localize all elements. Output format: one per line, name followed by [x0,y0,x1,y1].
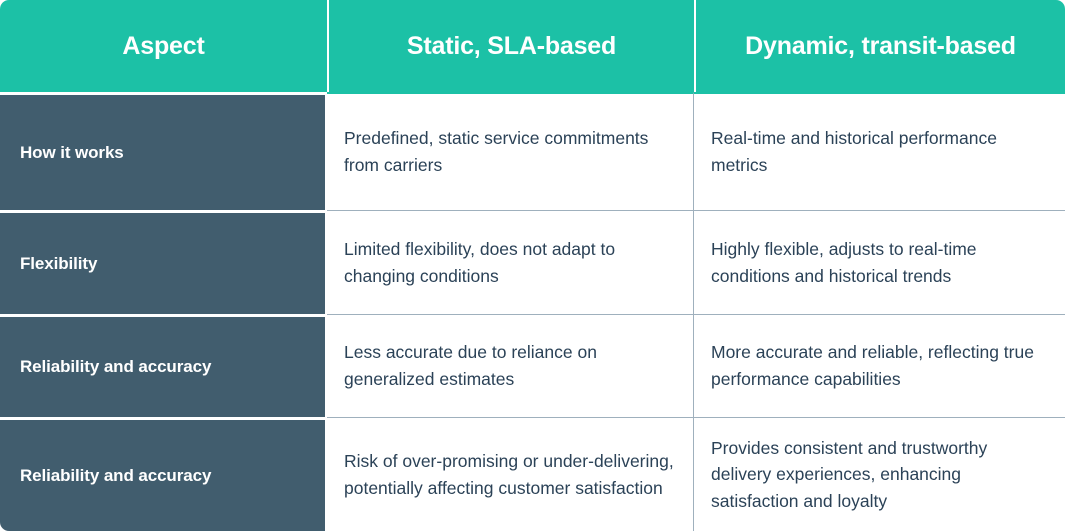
aspect-label: Flexibility [20,253,98,273]
dynamic-description: Provides consistent and trustworthy deli… [711,437,988,511]
aspect-label: Reliability and accuracy [20,465,212,485]
static-description: Risk of over-promising or under-deliveri… [344,450,674,498]
column-header-label: Aspect [122,31,205,60]
column-header-static-sla-based: Static, SLA-based [327,0,694,92]
row-dynamic-cell: Highly flexible, adjusts to real-time co… [694,210,1065,314]
table-body: How it works Predefined, static service … [0,92,1065,531]
row-aspect-cell: How it works [0,92,327,210]
row-aspect-cell: Flexibility [0,210,327,314]
table-row: Reliability and accuracy Risk of over-pr… [0,417,1065,531]
column-header-label: Static, SLA-based [406,31,617,60]
table-row: Reliability and accuracy Less accurate d… [0,314,1065,417]
table-row: How it works Predefined, static service … [0,92,1065,210]
row-aspect-cell: Reliability and accuracy [0,314,327,417]
dynamic-description: Highly flexible, adjusts to real-time co… [711,238,977,286]
row-dynamic-cell: Provides consistent and trustworthy deli… [694,417,1065,531]
static-description: Less accurate due to reliance on general… [344,342,597,389]
row-static-cell: Predefined, static service commitments f… [327,92,694,210]
table-header-row: Aspect Static, SLA-based Dynamic, transi… [0,0,1065,92]
row-dynamic-cell: More accurate and reliable, reflecting t… [694,314,1065,417]
table-row: Flexibility Limited flexibility, does no… [0,210,1065,314]
dynamic-description: More accurate and reliable, reflecting t… [711,342,1034,389]
aspect-label: How it works [20,142,124,162]
row-static-cell: Less accurate due to reliance on general… [327,314,694,417]
static-description: Limited flexibility, does not adapt to c… [344,238,616,286]
row-static-cell: Risk of over-promising or under-deliveri… [327,417,694,531]
static-description: Predefined, static service commitments f… [344,128,649,175]
row-aspect-cell: Reliability and accuracy [0,417,327,531]
row-static-cell: Limited flexibility, does not adapt to c… [327,210,694,314]
dynamic-description: Real-time and historical performance met… [711,128,997,175]
aspect-label: Reliability and accuracy [20,357,212,376]
column-header-aspect: Aspect [0,0,327,92]
column-header-dynamic-transit-based: Dynamic, transit-based [694,0,1065,92]
row-dynamic-cell: Real-time and historical performance met… [694,92,1065,210]
column-header-label: Dynamic, transit-based [745,31,1016,60]
